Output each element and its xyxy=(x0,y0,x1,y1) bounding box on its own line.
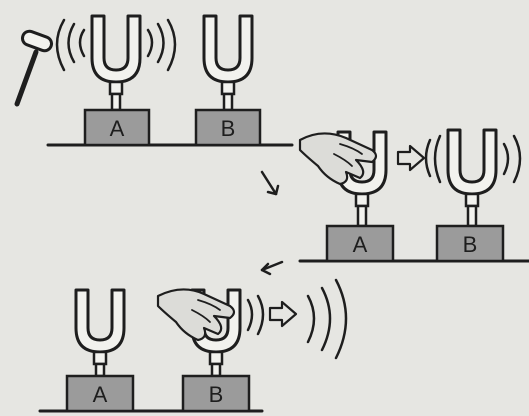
scene-2-box-a: A xyxy=(325,224,395,263)
scene-1-label-b: B xyxy=(221,116,236,141)
tuning-fork-a xyxy=(74,288,126,378)
scene-2-label-b: B xyxy=(463,232,478,257)
sound-wave-icon xyxy=(396,134,442,184)
scene-3-label-a: A xyxy=(93,382,108,407)
scene-1-box-b: B xyxy=(194,108,262,147)
scene-3-box-b: B xyxy=(181,374,251,413)
tuning-fork-a xyxy=(90,14,142,112)
scene-2-label-a: A xyxy=(353,232,368,257)
sound-wave-icon xyxy=(502,134,522,184)
arrow-icon xyxy=(260,260,284,276)
scene-3-box-a: A xyxy=(65,374,135,413)
hammer-icon xyxy=(14,29,54,107)
scene-3: A B xyxy=(38,278,348,413)
arrow-icon xyxy=(260,170,280,196)
scene-1-box-a: A xyxy=(83,108,151,147)
scene-3-label-b: B xyxy=(209,382,224,407)
tuning-fork-b xyxy=(446,128,498,228)
hand-icon xyxy=(156,288,236,342)
sound-wave-icon xyxy=(55,18,177,72)
scene-2: A B xyxy=(298,128,529,263)
sound-wave-icon xyxy=(246,278,348,360)
scene-1: A B xyxy=(14,14,294,147)
scene-1-label-a: A xyxy=(110,116,125,141)
tuning-fork-b xyxy=(202,14,254,112)
scene-2-box-b: B xyxy=(435,224,505,263)
hand-icon xyxy=(298,132,378,186)
